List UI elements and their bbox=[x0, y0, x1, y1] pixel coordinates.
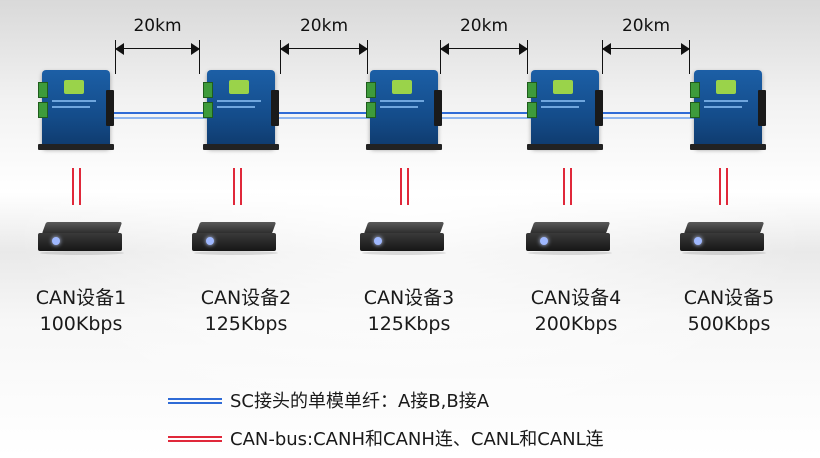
tick-right bbox=[367, 40, 368, 74]
arrow-left-icon bbox=[602, 43, 611, 55]
can-device-icon bbox=[526, 222, 614, 255]
distance-label: 20km bbox=[133, 16, 182, 36]
tick-left bbox=[115, 40, 116, 74]
canbus-line bbox=[400, 168, 409, 205]
converter-icon bbox=[366, 70, 442, 150]
arrow-right-icon bbox=[681, 43, 690, 55]
tick-left bbox=[602, 40, 603, 74]
arrow-right-icon bbox=[191, 43, 200, 55]
device-name: CAN设备2 bbox=[200, 287, 292, 309]
arrow-right-icon bbox=[359, 43, 368, 55]
tick-right bbox=[689, 40, 690, 74]
tick-left bbox=[280, 40, 281, 74]
tick-left bbox=[440, 40, 441, 74]
canbus-line bbox=[72, 168, 81, 205]
device-rate: 500Kbps bbox=[687, 313, 771, 335]
converter-icon bbox=[38, 70, 114, 150]
distance-marker-3: 20km bbox=[440, 16, 528, 74]
converter-icon bbox=[527, 70, 603, 150]
distance-marker-1: 20km bbox=[115, 16, 200, 74]
canbus-line bbox=[563, 168, 572, 205]
fiber-line bbox=[112, 112, 208, 114]
distance-bar bbox=[602, 48, 690, 49]
tick-right bbox=[527, 40, 528, 74]
fiber-line bbox=[602, 112, 696, 114]
can-device-icon bbox=[360, 222, 448, 255]
canbus-swatch-icon bbox=[168, 436, 222, 442]
can-device-icon bbox=[680, 222, 768, 255]
arrow-left-icon bbox=[440, 43, 449, 55]
fiber-line bbox=[112, 117, 208, 119]
distance-label: 20km bbox=[621, 16, 671, 36]
fiber-line bbox=[278, 112, 372, 114]
distance-label: 20km bbox=[299, 16, 349, 36]
device-rate: 100Kbps bbox=[39, 313, 123, 335]
device-name: CAN设备5 bbox=[683, 287, 775, 309]
fiber-line bbox=[440, 117, 532, 119]
distance-label: 20km bbox=[459, 16, 509, 36]
distance-bar bbox=[115, 48, 200, 49]
distance-marker-2: 20km bbox=[280, 16, 368, 74]
fiber-line bbox=[278, 117, 372, 119]
distance-marker-4: 20km bbox=[602, 16, 690, 74]
device-rate: 200Kbps bbox=[534, 313, 618, 335]
legend-canbus-text: CAN-bus:CANH和CANH连、CANL和CANL连 bbox=[230, 429, 604, 450]
device-name: CAN设备1 bbox=[35, 287, 127, 309]
can-device-icon bbox=[192, 222, 280, 255]
converter-icon bbox=[690, 70, 766, 150]
device-rate: 125Kbps bbox=[367, 313, 451, 335]
fiber-line bbox=[602, 117, 696, 119]
can-device-icon bbox=[38, 222, 126, 255]
canbus-line bbox=[719, 168, 728, 205]
device-rate: 125Kbps bbox=[204, 313, 288, 335]
arrow-left-icon bbox=[115, 43, 124, 55]
converter-icon bbox=[203, 70, 279, 150]
tick-right bbox=[199, 40, 200, 74]
fiber-line bbox=[440, 112, 532, 114]
fiber-swatch-icon bbox=[168, 398, 222, 404]
arrow-left-icon bbox=[280, 43, 289, 55]
distance-bar bbox=[280, 48, 368, 49]
legend-fiber-text: SC接头的单模单纤：A接B,B接A bbox=[230, 391, 490, 412]
arrow-right-icon bbox=[519, 43, 528, 55]
device-name: CAN设备4 bbox=[530, 287, 622, 309]
canbus-line bbox=[233, 168, 242, 205]
distance-bar bbox=[440, 48, 528, 49]
device-name: CAN设备3 bbox=[363, 287, 455, 309]
